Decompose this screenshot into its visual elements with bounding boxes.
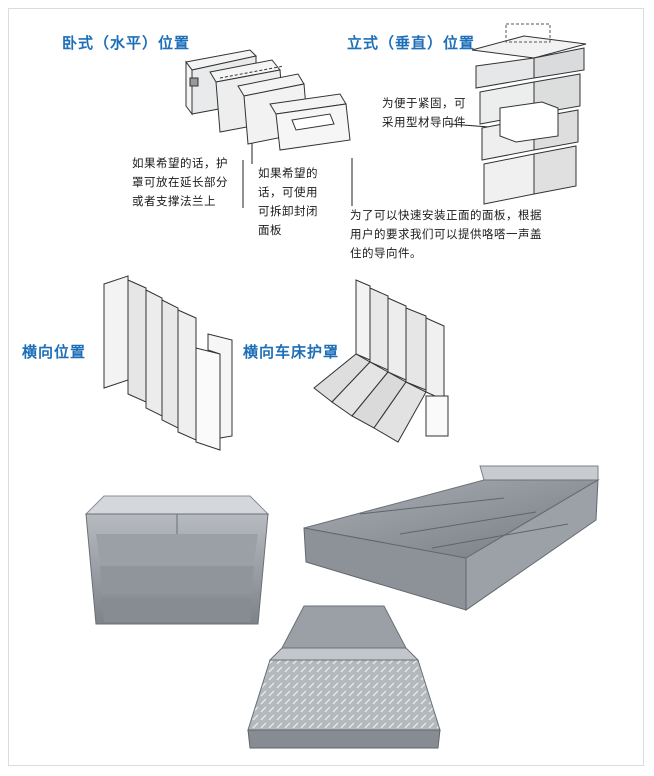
- note-line: 面板: [258, 223, 282, 237]
- note-line: 如果希望的话，护: [132, 156, 228, 170]
- note-line: 采用型材导向件: [382, 115, 466, 129]
- vertical-cover-drawing: [471, 23, 587, 205]
- heading-horizontal-position: 卧式（水平）位置: [62, 34, 191, 52]
- note-line: 话，可使用: [258, 185, 318, 199]
- note-line: 罩可放在延长部分: [132, 175, 228, 189]
- horizontal-cover-drawing: [185, 49, 351, 151]
- note-line: 为了可以快速安装正面的面板，根据: [350, 208, 542, 222]
- checker-plate-cover-photo: [247, 605, 441, 749]
- note-line: 为便于紧固，可: [382, 96, 466, 110]
- lathe-cover-drawing: [313, 279, 449, 443]
- note-line: 用户的要求我们可以提供咯嗒一声盖: [350, 227, 542, 241]
- note-quick-install: 为了可以快速安装正面的面板，根据 用户的要求我们可以提供咯嗒一声盖 住的导向件。: [350, 206, 542, 263]
- steel-cover-photo-perspective: [303, 465, 600, 611]
- heading-lathe-cover: 横向车床护罩: [243, 343, 340, 361]
- lateral-cover-drawing: [103, 275, 233, 451]
- heading-vertical-position: 立式（垂直）位置: [347, 34, 476, 52]
- note-line: 或者支撑法兰上: [132, 194, 216, 208]
- note-line: 可拆卸封闭: [258, 204, 318, 218]
- note-flange: 如果希望的话，护 罩可放在延长部分 或者支撑法兰上: [132, 154, 228, 211]
- note-line: 如果希望的: [258, 166, 318, 180]
- note-profile-guide: 为便于紧固，可 采用型材导向件: [382, 94, 466, 132]
- heading-lateral-position: 横向位置: [22, 343, 87, 361]
- steel-cover-photo-front: [84, 495, 270, 625]
- note-removable-panel: 如果希望的 话，可使用 可拆卸封闭 面板: [258, 164, 318, 240]
- note-line: 住的导向件。: [350, 246, 422, 260]
